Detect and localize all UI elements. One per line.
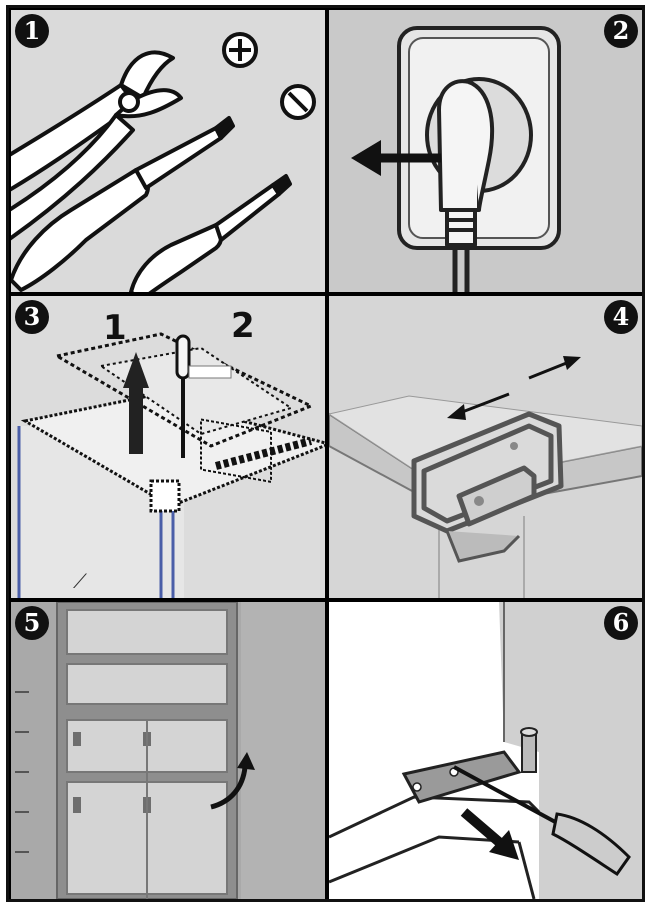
power-plug-icon	[437, 79, 494, 292]
unscrew-hinge-illustration	[329, 602, 642, 899]
step-1-number: 1	[15, 14, 49, 48]
pliers-icon	[11, 50, 183, 241]
flat-head-symbol-icon	[280, 84, 316, 120]
step-4-panel-slide-hinge: 4	[329, 296, 642, 598]
step-5-panel-open-door: 5	[11, 602, 325, 899]
step-5-number: 5	[15, 606, 49, 640]
open-door-illustration	[11, 602, 325, 899]
lift-arrow-icon	[123, 352, 149, 454]
phillips-screwdriver-icon	[11, 116, 235, 292]
tools-illustration	[11, 32, 316, 292]
screwdriver-icon	[175, 334, 232, 458]
step-3-number: 3	[15, 300, 49, 334]
pull-out-arrow-icon	[460, 808, 519, 860]
step-3-panel-remove-cover: 3 1 2	[11, 296, 325, 598]
phillips-symbol-icon	[222, 32, 258, 68]
open-door-arrow-icon	[210, 752, 255, 810]
step-6-number: 6	[604, 606, 638, 640]
unplug-illustration	[351, 26, 561, 292]
step-3-label-unscrew: 2	[231, 306, 255, 346]
step-3-label-lift: 1	[103, 308, 127, 348]
screwdriver-icon	[453, 765, 631, 877]
instruction-sheet: 1	[6, 5, 645, 902]
step-1-panel-tools: 1	[11, 10, 325, 292]
hinge-mark: ⟋	[73, 569, 87, 593]
remove-cover-illustration: ⟋	[17, 332, 325, 598]
step-6-panel-unscrew-hinge: 6	[329, 602, 642, 899]
step-4-number: 4	[604, 300, 638, 334]
pull-arrow-icon	[351, 140, 441, 176]
slide-hinge-illustration	[329, 356, 642, 598]
step-2-panel-unplug: 2	[329, 10, 642, 292]
slide-arrows-icon	[447, 356, 581, 420]
flat-screwdriver-icon	[129, 174, 292, 292]
step-2-number: 2	[604, 14, 638, 48]
